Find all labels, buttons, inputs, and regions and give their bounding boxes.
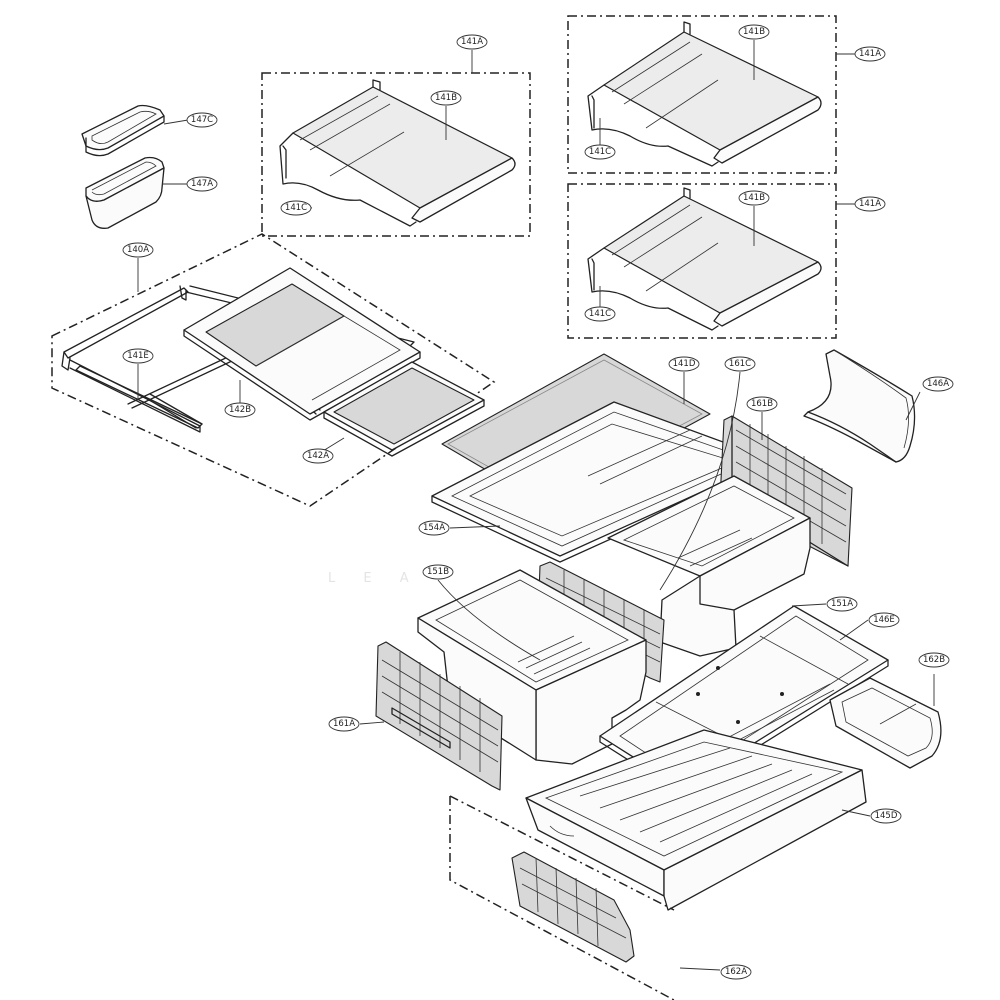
- svg-text:147A: 147A: [191, 179, 213, 189]
- svg-text:141A: 141A: [859, 49, 881, 59]
- callout-141d: 141D: [668, 356, 700, 372]
- part-146a-curved-cover: [803, 349, 916, 463]
- callout-162a: 162A: [720, 964, 752, 980]
- svg-text:162B: 162B: [923, 655, 945, 665]
- callout-141c-1: 141C: [280, 200, 312, 216]
- callout-141a-3: 141A: [854, 196, 886, 212]
- callout-151a: 151A: [826, 596, 858, 612]
- callout-141e: 141E: [122, 348, 154, 364]
- svg-text:145D: 145D: [875, 811, 898, 821]
- svg-text:141D: 141D: [673, 359, 696, 369]
- group-outline-162a: [449, 795, 675, 1000]
- part-161a-left-rack: [375, 641, 503, 791]
- callout-142a: 142A: [302, 448, 334, 464]
- callout-141b-1: 141B: [430, 90, 462, 106]
- part-147c-bin-lid: [81, 104, 165, 157]
- part-141-shelf-2: [587, 21, 822, 167]
- callout-141a-1: 141A: [456, 34, 488, 50]
- group-box-141a-1: [261, 72, 531, 237]
- svg-text:141C: 141C: [589, 147, 611, 157]
- svg-text:142B: 142B: [229, 405, 251, 415]
- svg-text:141B: 141B: [743, 193, 765, 203]
- callout-146e: 146E: [868, 612, 900, 628]
- callout-141b-3: 141B: [738, 190, 770, 206]
- callout-161c: 161C: [724, 356, 756, 372]
- callout-142b: 142B: [224, 402, 256, 418]
- part-140a-sliding-shelf-frame: [61, 267, 485, 457]
- svg-text:141A: 141A: [461, 37, 483, 47]
- svg-text:161C: 161C: [729, 359, 751, 369]
- group-box-141a-2: [567, 15, 837, 174]
- callout-140a: 140A: [122, 242, 154, 258]
- part-right-crisper-drawer: [607, 475, 811, 657]
- callout-146a: 146A: [922, 376, 954, 392]
- svg-text:141C: 141C: [285, 203, 307, 213]
- callout-145d: 145D: [870, 808, 902, 824]
- svg-text:146A: 146A: [927, 379, 949, 389]
- part-145d-bottom-tray: [525, 729, 867, 911]
- group-box-140a: [51, 233, 496, 507]
- part-141-shelf-3: [587, 187, 822, 331]
- callout-162b: 162B: [918, 652, 950, 668]
- part-141-shelf-1: [279, 79, 516, 227]
- svg-text:154A: 154A: [423, 523, 445, 533]
- svg-text:142A: 142A: [307, 451, 329, 461]
- svg-text:146E: 146E: [873, 615, 895, 625]
- part-162a-left-cover: [511, 851, 635, 963]
- leader-lines: [137, 40, 935, 971]
- callout-147c: 147C: [186, 112, 218, 128]
- callout-151b: 151B: [422, 564, 454, 580]
- svg-text:162A: 162A: [725, 967, 747, 977]
- svg-text:151B: 151B: [427, 567, 449, 577]
- svg-text:147C: 147C: [191, 115, 213, 125]
- svg-text:141B: 141B: [435, 93, 457, 103]
- part-162b-right-cover: [829, 677, 942, 769]
- callout-154a: 154A: [418, 520, 450, 536]
- callout-147a: 147A: [186, 176, 218, 192]
- callout-141c-3: 141C: [584, 306, 616, 322]
- svg-text:140A: 140A: [127, 245, 149, 255]
- callout-141a-2: 141A: [854, 46, 886, 62]
- part-147a-storage-bin: [85, 156, 165, 229]
- part-151b-left-crisper-drawer: [417, 569, 647, 765]
- svg-text:161B: 161B: [751, 399, 773, 409]
- svg-text:141A: 141A: [859, 199, 881, 209]
- svg-text:161A: 161A: [333, 719, 355, 729]
- callout-161b: 161B: [746, 396, 778, 412]
- svg-text:141E: 141E: [127, 351, 149, 361]
- svg-text:141B: 141B: [743, 27, 765, 37]
- callout-141c-2: 141C: [584, 144, 616, 160]
- callout-141b-2: 141B: [738, 24, 770, 40]
- group-box-141a-3: [567, 183, 837, 339]
- watermark-text: L E A: [328, 571, 421, 586]
- svg-text:141C: 141C: [589, 309, 611, 319]
- svg-text:151A: 151A: [831, 599, 853, 609]
- callout-161a: 161A: [328, 716, 360, 732]
